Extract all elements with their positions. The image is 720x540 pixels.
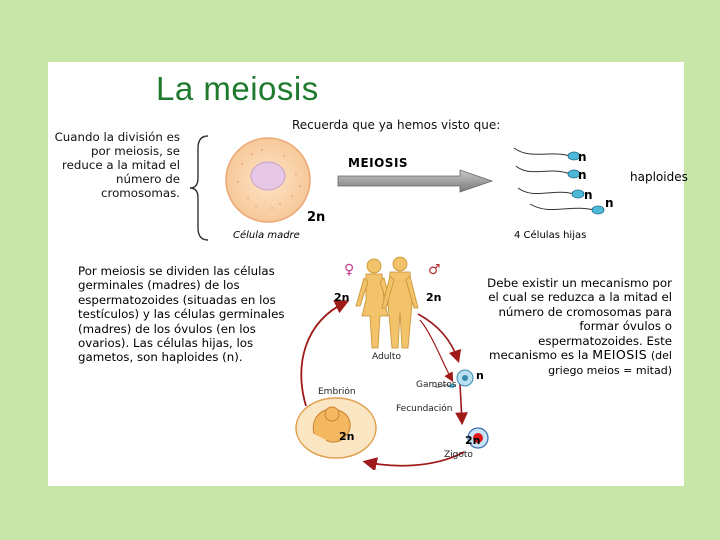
zygote-ploidy: 2n (465, 434, 481, 447)
sperm-cells-icon (513, 147, 605, 215)
embryo-ploidy: 2n (339, 430, 355, 443)
slide: La meiosis Cuando la división es por mei… (48, 62, 688, 486)
embryo-label: Embrión (318, 387, 356, 397)
right-paragraph-text: Debe existir un mecanismo por el cual se… (487, 276, 672, 363)
adult-label: Adulto (372, 352, 401, 362)
daughter-ploidy-label-3: n (584, 188, 593, 202)
zygote-icon (467, 427, 489, 449)
cycle-arrow-embryo-adult (300, 300, 350, 407)
meiosis-etymology: (del griego meios = mitad) (548, 349, 672, 378)
right-paragraph: Debe existir un mecanismo por el cual se… (486, 276, 672, 379)
mother-ploidy-label: 2n (307, 210, 326, 225)
female-symbol-icon: ♀ (344, 262, 355, 278)
mother-cell-caption: Célula madre (233, 230, 300, 241)
embryo-icon (295, 397, 377, 459)
cycle-arrow-zygote-embryo (362, 451, 465, 470)
daughter-ploidy-label-1: n (578, 150, 587, 164)
meiosis-arrow-icon (337, 169, 494, 193)
cycle-arrow-adult-gametes (417, 313, 462, 364)
meiosis-keyword: MEIOSIS (592, 347, 648, 363)
mother-cell (225, 137, 311, 223)
daughter-ploidy-label-4: n (605, 196, 614, 210)
brace-icon (189, 135, 209, 241)
meiosis-arrow-label: MEIOSIS (348, 156, 409, 170)
cycle-arrow-gametes-zygote (455, 383, 468, 426)
gametes-icon (433, 369, 474, 388)
top-diagram-heading: Recuerda que ya hemos visto que: (292, 118, 501, 132)
adult-ploidy-right: 2n (426, 291, 442, 304)
zygote-label: Zigoto (444, 450, 473, 460)
daughter-ploidy-label-2: n (578, 168, 587, 182)
gametes-label: Gametos (416, 380, 457, 390)
daughter-cells-caption: 4 Células hijas (514, 230, 587, 241)
adult-ploidy-left: 2n (334, 291, 350, 304)
adult-figures-icon (355, 256, 419, 349)
male-symbol-icon: ♂ (428, 262, 441, 278)
gametes-ploidy: n (476, 369, 484, 382)
cycle-arrow-adult-gametes-2 (419, 319, 454, 383)
page-title: La meiosis (156, 70, 319, 107)
life-cycle-diagram (295, 256, 489, 470)
left-paragraph: Por meiosis se dividen las células germi… (78, 264, 285, 365)
intro-text: Cuando la división es por meiosis, se re… (54, 130, 180, 200)
fertilization-label: Fecundación (396, 404, 453, 414)
haploid-label: haploides (630, 170, 688, 184)
